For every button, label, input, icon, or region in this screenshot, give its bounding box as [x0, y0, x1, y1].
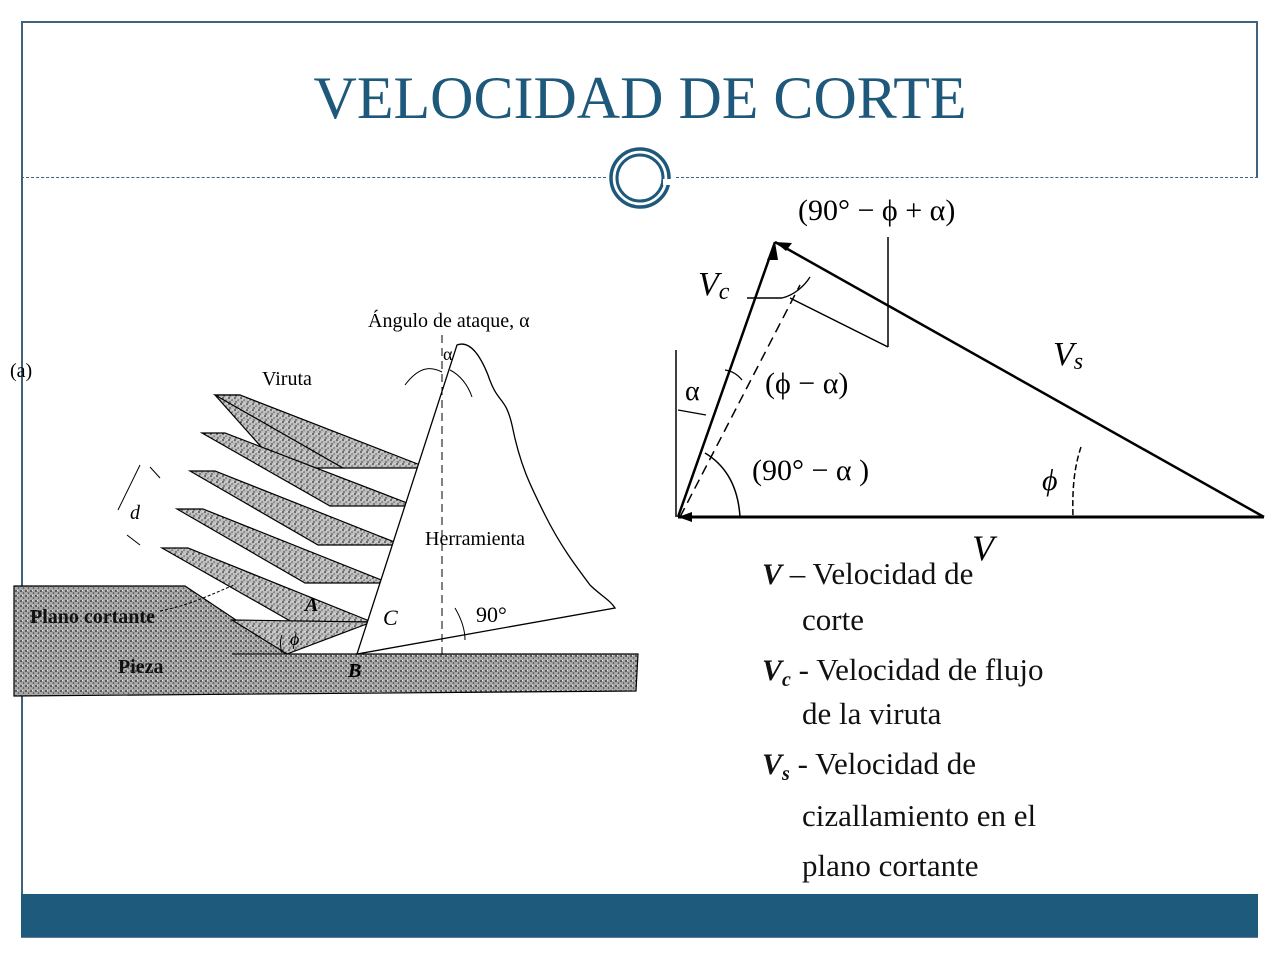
panel-label: (a)	[10, 360, 32, 382]
point-a-label: A	[303, 594, 318, 616]
legend-item-vc: Vc - Velocidad de flujo	[762, 652, 1044, 691]
cutting-model-diagram: (a) Ángulo de ataque, α α Viruta Herrami…	[10, 309, 639, 697]
workpiece-label: Pieza	[118, 656, 164, 678]
legend-item-vc-cont: de la viruta	[802, 696, 942, 731]
top-angle-label: (90° − ϕ + α)	[798, 194, 955, 227]
title-divider-left	[21, 177, 606, 178]
vs-vector-line	[774, 240, 1265, 519]
vc-vector-line	[676, 241, 777, 518]
ring-ornament-icon	[609, 147, 671, 209]
slide-frame-left	[21, 178, 23, 938]
workpiece-shape	[13, 585, 639, 697]
ninety-minus-alpha-label: (90° − α )	[752, 454, 869, 487]
tool-shape	[356, 343, 617, 655]
legend-item-v: V – Velocidad de	[762, 556, 974, 591]
velocity-diagram: (90° − ϕ + α) Vc Vs V α (ϕ − α) (90° − α…	[675, 194, 1265, 565]
phi-minus-alpha-label: (ϕ − α)	[765, 367, 848, 400]
right-angle-label: 90°	[476, 602, 507, 627]
slide-frame-top	[21, 21, 1258, 178]
v-label: V	[972, 528, 998, 565]
point-c-label: C	[383, 605, 398, 630]
alpha-label: α	[443, 344, 453, 364]
phi-label: ϕ	[1042, 464, 1058, 497]
thickness-label: d	[130, 502, 141, 524]
footer-bar	[21, 894, 1258, 938]
legend-item-vs: Vs - Velocidad de	[762, 746, 977, 785]
legend-item-vs-cont: cizallamiento en el	[802, 798, 1037, 833]
legend-item-v-cont: corte	[802, 602, 864, 637]
vc-label: Vc	[698, 266, 730, 305]
vs-label: Vs	[1053, 336, 1083, 375]
shear-plane-label: Plano cortante	[30, 606, 155, 628]
rake-angle-label: Ángulo de ataque, α	[368, 309, 530, 332]
chip-label: Viruta	[262, 368, 312, 390]
title-divider-right	[676, 177, 1258, 178]
alpha-label: α	[685, 376, 700, 407]
slide-title: VELOCIDAD DE CORTE	[313, 65, 967, 131]
point-b-label: B	[347, 660, 361, 682]
phi-label: ϕ	[290, 629, 299, 649]
tool-label: Herramienta	[425, 528, 525, 550]
legend-item-vs-cont2: plano cortante	[802, 848, 979, 883]
